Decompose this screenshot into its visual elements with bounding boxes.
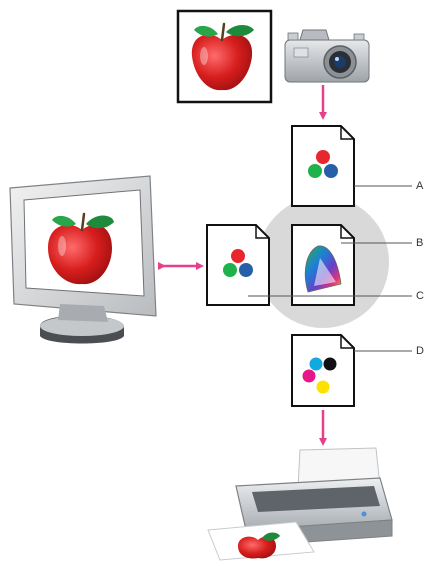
apple-photo-icon (176, 9, 273, 104)
monitor-profile-document-icon (206, 224, 270, 306)
digital-camera-icon (284, 29, 370, 83)
callout-label-c: C (416, 290, 424, 302)
callout-leader-lines (248, 185, 412, 352)
computer-monitor-icon (9, 175, 157, 344)
callout-label-a: A (416, 180, 424, 192)
cmyk-profile-document-icon (291, 334, 355, 407)
callout-label-d: D (416, 345, 424, 357)
color-gamut-document-icon (291, 224, 355, 306)
rgb-profile-document-icon (291, 125, 355, 207)
inkjet-printer-icon (207, 447, 393, 561)
callout-label-b: B (416, 237, 424, 249)
